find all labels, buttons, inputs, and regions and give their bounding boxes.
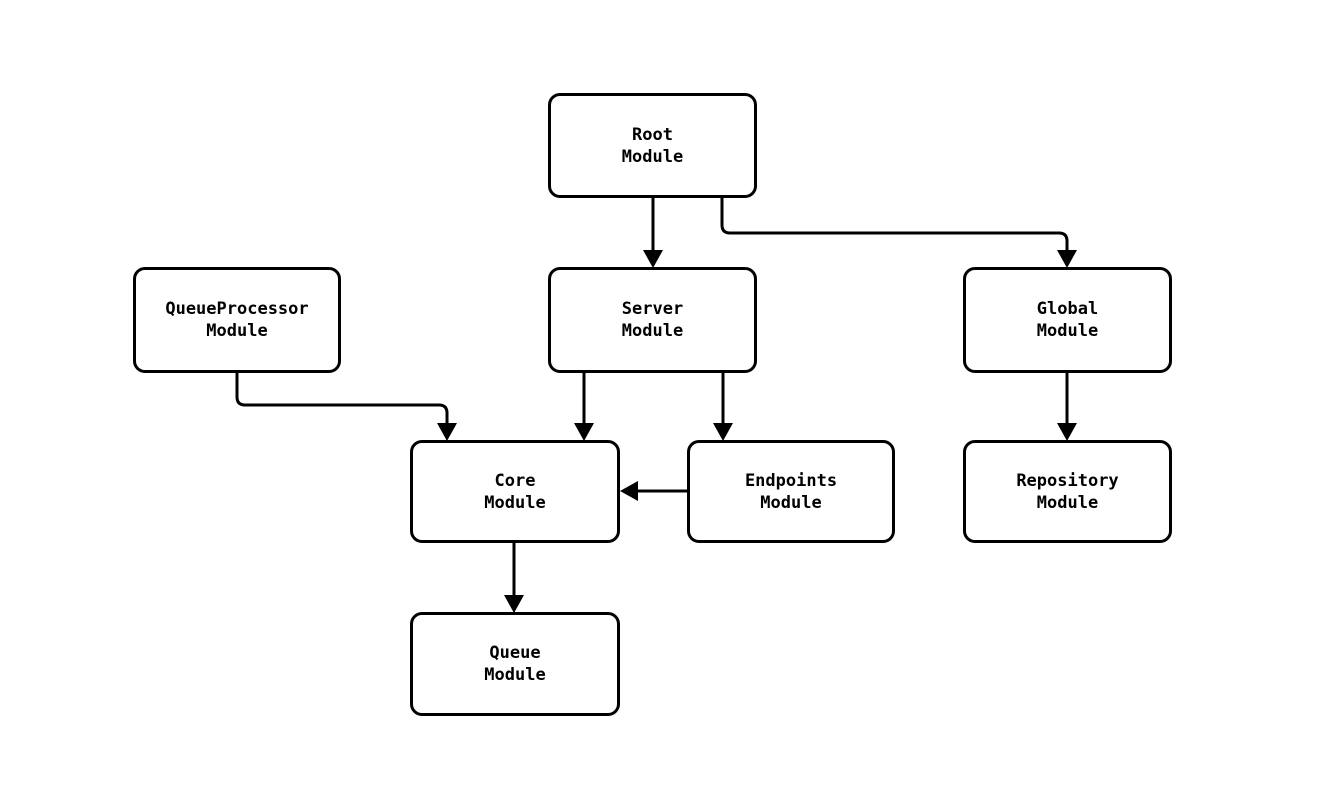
arrowhead-queueprocessor-core bbox=[437, 423, 457, 441]
node-server-module-label: Server Module bbox=[621, 299, 684, 341]
node-endpoints-module-label: Endpoints Module bbox=[744, 470, 838, 513]
node-global-module: Global Module bbox=[963, 267, 1172, 373]
edge-root-global bbox=[720, 198, 1069, 252]
node-global-module-label: Global Module bbox=[1036, 299, 1099, 341]
node-server-module: Server Module bbox=[548, 267, 757, 373]
node-root-module-label: Root Module bbox=[621, 124, 684, 167]
node-queue-module: Queue Module bbox=[410, 612, 620, 716]
node-core-module-label: Core Module bbox=[484, 470, 546, 513]
edge-queueprocessor-core bbox=[235, 373, 449, 425]
arrowhead-endpoints-core bbox=[620, 481, 638, 501]
node-core-module: Core Module bbox=[410, 440, 620, 543]
node-queueprocessor-module: QueueProcessor Module bbox=[133, 267, 341, 373]
node-endpoints-module: Endpoints Module bbox=[687, 440, 895, 543]
arrowhead-root-global bbox=[1057, 250, 1077, 268]
arrowhead-global-repository bbox=[1057, 423, 1077, 441]
node-queue-module-label: Queue Module bbox=[484, 643, 546, 685]
arrowhead-core-queue bbox=[504, 595, 524, 613]
node-repository-module-label: Repository Module bbox=[1016, 470, 1119, 513]
node-repository-module: Repository Module bbox=[963, 440, 1172, 543]
node-root-module: Root Module bbox=[548, 93, 757, 198]
arrowhead-server-core bbox=[574, 423, 594, 441]
node-queueprocessor-module-label: QueueProcessor Module bbox=[165, 299, 309, 341]
arrowhead-root-server bbox=[643, 250, 663, 268]
arrowhead-server-endpoints bbox=[713, 423, 733, 441]
